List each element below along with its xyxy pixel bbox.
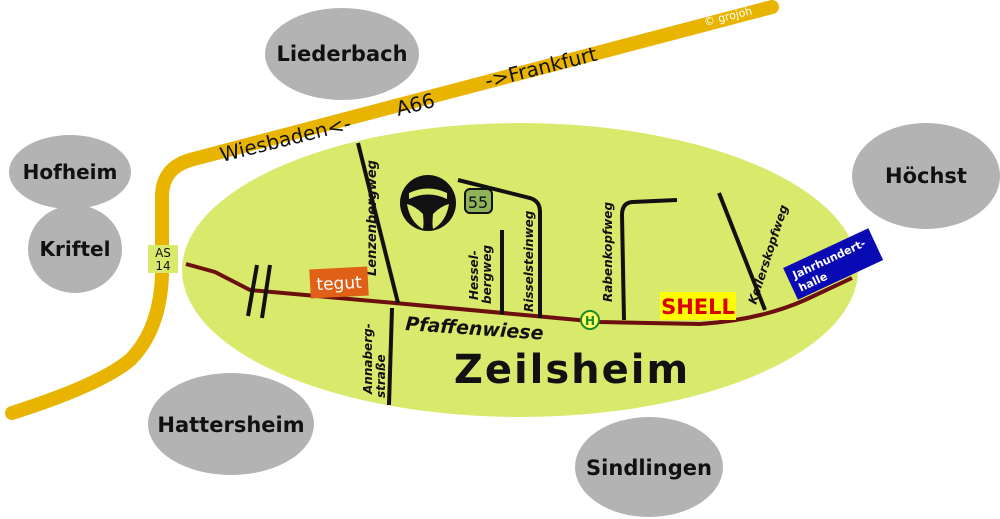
poi-shell-label: SHELL [661,295,735,319]
neighbor-hofheim: Hofheim [9,135,131,209]
street-label-risselsteinweg: Risselsteinweg [522,210,536,312]
bus-route-number: 55 [468,193,488,212]
town-label-hoechst: Höchst [885,164,967,188]
town-label-kriftel: Kriftel [40,237,111,261]
neighbor-hattersheim: Hattersheim [148,373,314,475]
neighbor-liederbach: Liederbach [265,8,419,100]
street-kellerskopfweg [717,192,767,311]
poi-tegut-label: tegut [316,273,363,295]
town-label-sindlingen: Sindlingen [586,456,712,480]
zeilsheim-area [182,123,858,417]
poi-shell: SHELL [660,292,736,320]
street-lenzenbergweg [356,142,400,304]
neighbor-sindlingen: Sindlingen [575,417,723,517]
street-label-annabergstrasse-1: Annaberg- [361,323,375,395]
bus-route-badge: 55 [464,188,493,214]
street-label-annabergstrasse-2: straße [374,354,388,398]
town-label-hofheim: Hofheim [23,160,118,184]
highway-label-a66: A66 [393,88,437,121]
street-label-rabenkopfweg: Rabenkopfweg [601,202,615,302]
main-road [185,262,853,326]
street-rabenkopfweg [619,198,678,321]
steering-wheel-icon [400,175,456,231]
street-annabergstrasse [387,307,394,406]
street-risselsteinweg [457,178,542,318]
neighbor-hoechst: Höchst [852,123,1000,229]
street-label-hesselbergweg-1: Hessel- [467,250,481,300]
neighbor-kriftel: Kriftel [28,205,122,293]
exit-label-as: AS [155,246,171,260]
bus-stop-icon: H [580,310,600,330]
district-title: Zeilsheim [454,347,690,393]
railway-line-1 [246,264,259,317]
bus-stop-label: H [585,314,595,328]
town-label-hattersheim: Hattersheim [157,413,304,437]
highway-label-frankfurt: ->Frankfurt [482,42,599,93]
highway-exit-badge: AS 14 [148,245,178,273]
highway-a66 [5,0,779,420]
railway-line-2 [260,264,272,319]
exit-label-number: 14 [155,259,170,273]
street-label-lenzenbergweg: Lenzenbergweg [365,160,380,276]
town-label-liederbach: Liederbach [276,42,407,66]
street-label-hesselbergweg-2: bergweg [480,245,494,304]
poi-tegut: tegut [309,266,369,299]
